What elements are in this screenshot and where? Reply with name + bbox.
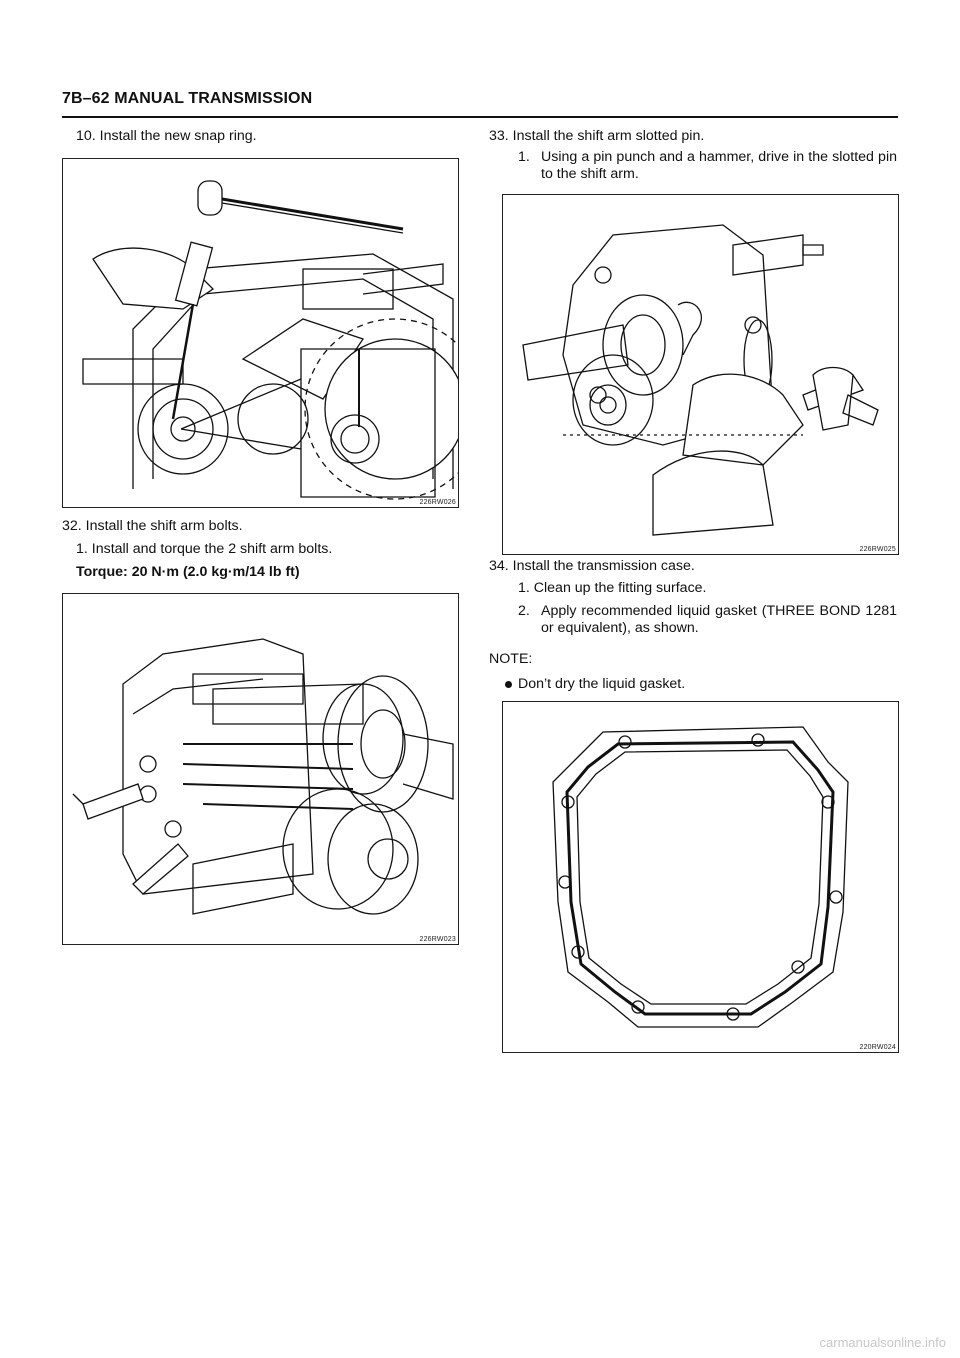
figure-code: 226RW025 bbox=[859, 546, 896, 553]
figure-liquid-gasket: 220RW024 bbox=[502, 701, 899, 1053]
snap-ring-illustration bbox=[82, 180, 458, 500]
step-32-1-text: 1. Install and torque the 2 shift arm bo… bbox=[76, 541, 333, 557]
figure-snap-ring-install: 226RW026 bbox=[62, 158, 459, 508]
figure-code: 220RW024 bbox=[859, 1044, 896, 1051]
header-rule bbox=[62, 116, 898, 118]
bullet-icon bbox=[505, 681, 512, 688]
liquid-gasket-illustration bbox=[552, 726, 849, 1028]
figure-slotted-pin: 226RW025 bbox=[502, 194, 899, 555]
slotted-pin-illustration bbox=[522, 224, 879, 536]
figure-shift-arm-bolts: 226RW023 bbox=[62, 593, 459, 945]
figure-code: 226RW026 bbox=[419, 499, 456, 506]
note-label: NOTE: bbox=[489, 651, 533, 667]
step-34-text: 34. Install the transmission case. bbox=[489, 558, 695, 574]
step-33-1-text: Using a pin punch and a hammer, drive in… bbox=[541, 149, 897, 182]
step-34-2-text: Apply recommended liquid gasket (THREE B… bbox=[541, 603, 897, 636]
shift-arm-bolts-illustration bbox=[72, 638, 454, 915]
figure-code: 226RW023 bbox=[419, 936, 456, 943]
page-header: 7B–62 MANUAL TRANSMISSION bbox=[62, 90, 313, 107]
torque-spec: Torque: 20 N·m (2.0 kg·m/14 lb ft) bbox=[76, 564, 300, 580]
step-32-text: 32. Install the shift arm bolts. bbox=[62, 518, 243, 534]
step-34-1-text: 1. Clean up the fitting surface. bbox=[518, 580, 707, 596]
note-item: Don’t dry the liquid gasket. bbox=[518, 676, 686, 692]
step-10-text: 10. Install the new snap ring. bbox=[76, 128, 257, 144]
step-33-1-number: 1. bbox=[518, 149, 530, 165]
step-34-2-number: 2. bbox=[518, 603, 530, 619]
step-33-text: 33. Install the shift arm slotted pin. bbox=[489, 128, 705, 144]
watermark: carmanualsonline.info bbox=[819, 1335, 946, 1350]
